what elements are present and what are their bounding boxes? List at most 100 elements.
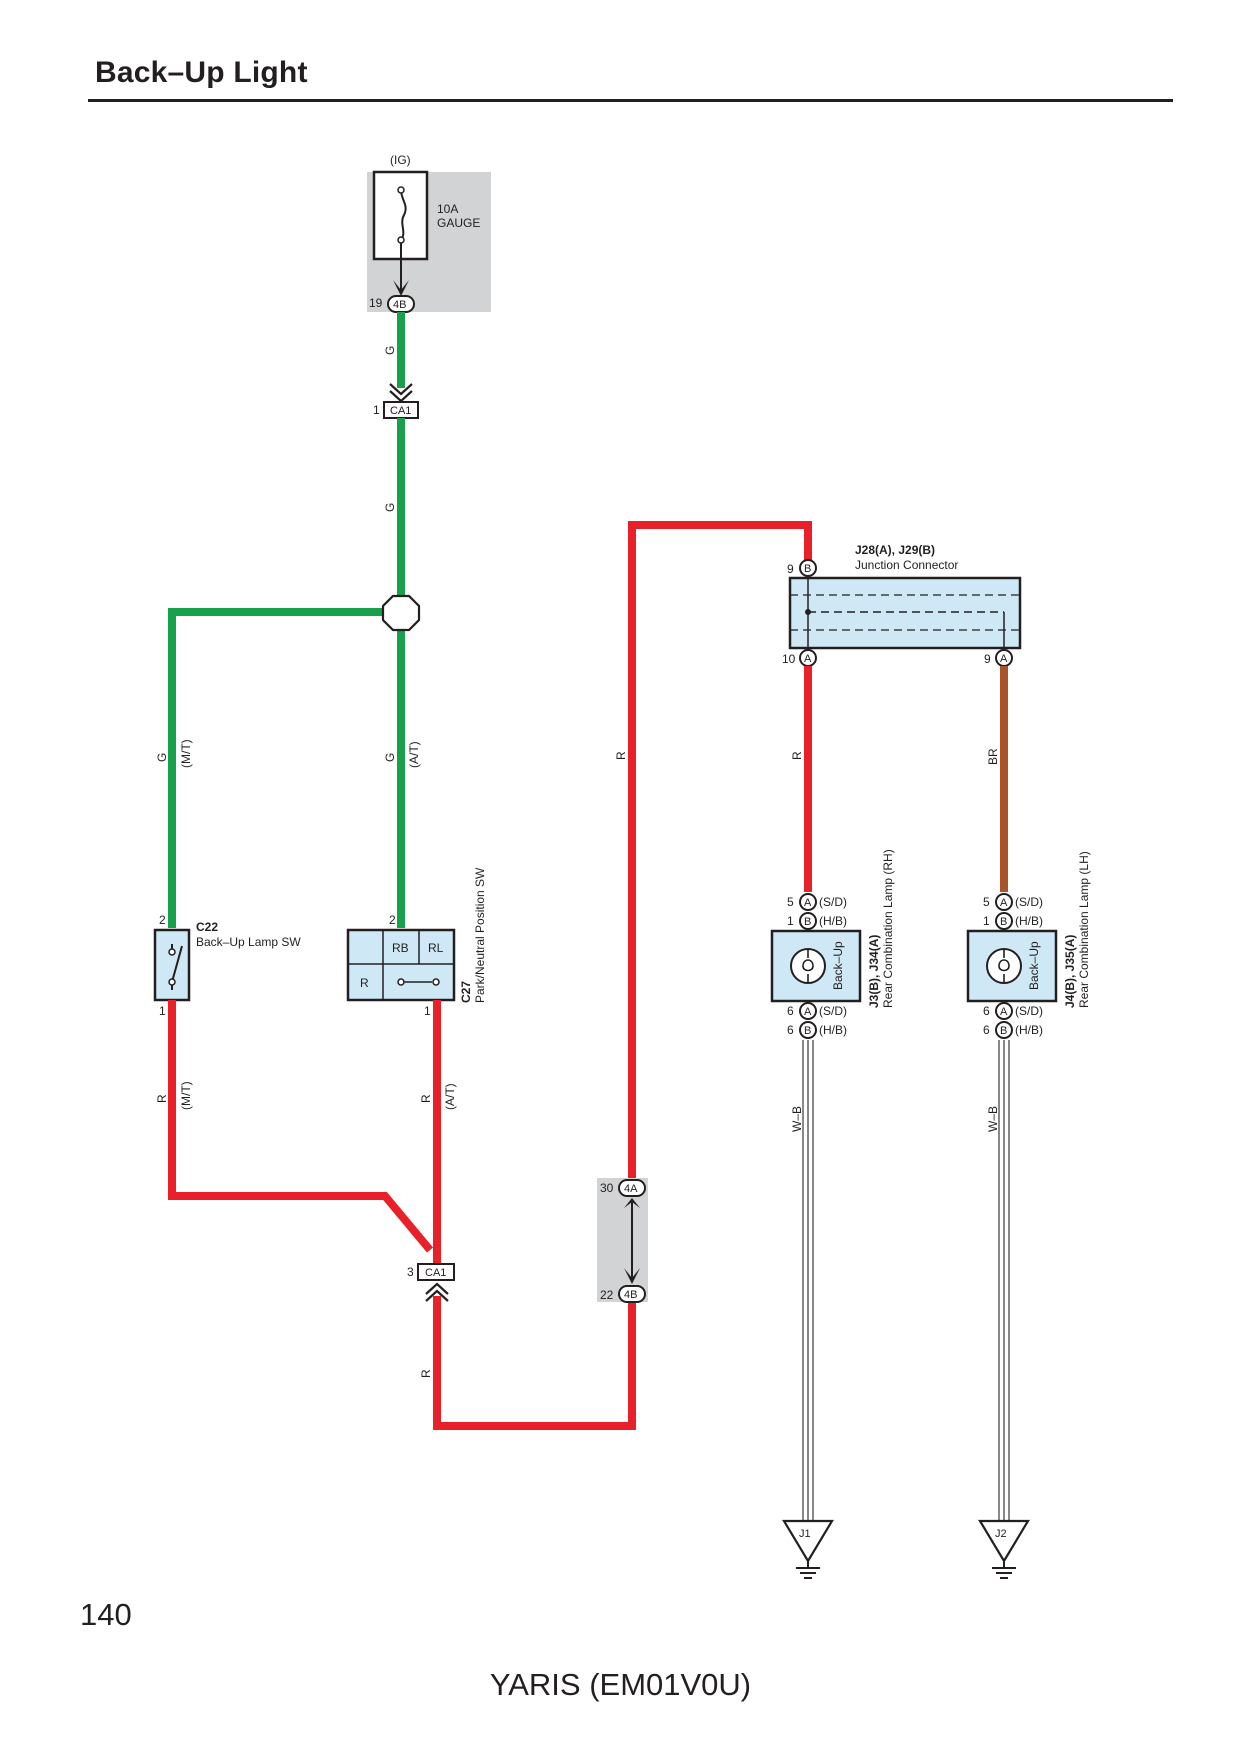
junction-name: Junction Connector	[855, 558, 958, 572]
ground-j1-earth-icon	[796, 1561, 820, 1579]
junction-pin-out-r-letter: A	[1000, 653, 1008, 665]
c27-pin-bottom: 1	[424, 1004, 431, 1018]
lamp-lh-pin3-marker	[995, 1002, 1013, 1020]
fuse-rating: 10A	[437, 202, 458, 216]
inline-conn-shaded-block	[597, 1178, 648, 1302]
title-rule	[88, 99, 1173, 102]
c27-contact-left	[397, 978, 405, 986]
fuse-pin-conn-label: 4B	[393, 299, 406, 311]
lamp-lh-pin2-num: 1	[983, 914, 990, 928]
footer-model: YARIS (EM01V0U)	[489, 1667, 752, 1702]
lamp-lh-pin3-variant: (S/D)	[1015, 1004, 1043, 1018]
fuse-pin-number: 19	[369, 296, 383, 310]
lamp-rh-pin1-variant: (S/D)	[819, 895, 847, 909]
lamp-rh-filament-icon	[802, 949, 814, 983]
lamp-lh-pin2-letter: B	[1000, 916, 1007, 928]
ca1-bottom-pin: 3	[407, 1265, 414, 1279]
lamp-rh-pin1-letter: A	[804, 897, 812, 909]
variant-at-bottom: (A/T)	[443, 1083, 457, 1110]
fuse-end-bottom	[397, 236, 405, 244]
wire-wb-rh	[802, 1040, 814, 1520]
ground-j2-label: J2	[995, 1528, 1007, 1540]
lamp-rh-label: Back–Up	[831, 941, 845, 990]
lamp-rh-pin3-letter: A	[804, 1006, 812, 1018]
lamp-rh-pin1-num: 5	[787, 895, 794, 909]
variant-mt-top: (M/T)	[179, 739, 193, 768]
lamp-lh-pin2-marker	[995, 912, 1013, 930]
wire-color-g-2: G	[383, 503, 397, 512]
junction-ids: J28(A), J29(B)	[855, 543, 935, 557]
lamp-rh-pin4-variant: (H/B)	[819, 1023, 847, 1037]
lamp-rh-pin3-marker	[799, 1002, 817, 1020]
wire-green-splice-left	[168, 608, 386, 928]
fuse-source-label: (IG)	[390, 153, 411, 167]
lamp-rh-pin4-num: 6	[787, 1023, 794, 1037]
wire-color-br-lh: BR	[986, 748, 1000, 765]
lamp-lh-pin4-marker	[995, 1021, 1013, 1039]
wire-color-wb-rh: W–B	[790, 1106, 804, 1132]
inline-bottom-conn-label: 4B	[624, 1289, 637, 1301]
junction-box	[788, 576, 1022, 650]
lamp-rh-name: Rear Combination Lamp (RH)	[881, 849, 895, 1008]
lamp-lh-pin3-letter: A	[1000, 1006, 1008, 1018]
ca1-top-pin: 1	[373, 403, 380, 417]
inline-top-conn	[618, 1179, 646, 1197]
wire-red-c22-to-ca1	[168, 1000, 434, 1253]
wire-color-r-riser: R	[614, 751, 628, 760]
lamp-rh-pin2-marker	[799, 912, 817, 930]
junction-node	[805, 609, 811, 615]
lamp-rh-pin1-marker	[799, 893, 817, 911]
lamp-lh-label: Back–Up	[1027, 941, 1041, 990]
fuse-end-top	[397, 186, 405, 194]
c22-contact-bottom	[168, 978, 176, 986]
wire-color-g-1: G	[383, 346, 397, 355]
wire-color-r-rh: R	[790, 751, 804, 760]
lamp-lh-pin4-variant: (H/B)	[1015, 1023, 1043, 1037]
junction-pin-out-l: 10	[782, 652, 796, 666]
inline-bottom-conn	[618, 1285, 646, 1303]
splice-point	[381, 594, 421, 632]
wire-color-r-bottom: R	[419, 1369, 433, 1378]
ca1-bottom-connector	[417, 1263, 455, 1281]
inline-bottom-pin: 22	[600, 1288, 614, 1302]
c27-name: Park/Neutral Position SW	[473, 867, 487, 1003]
fuse-name: GAUGE	[437, 216, 480, 230]
ca1-bottom-conn-label: CA1	[425, 1267, 446, 1279]
wire-wb-lh	[998, 1040, 1010, 1520]
junction-pin-out-r: 9	[984, 652, 991, 666]
lamp-lh-pin1-marker	[995, 893, 1013, 911]
lamp-lh-pin4-letter: B	[1000, 1025, 1007, 1037]
c22-pin-top: 2	[159, 913, 166, 927]
c27-contact-right	[432, 978, 440, 986]
lamp-rh-pin2-variant: (H/B)	[819, 914, 847, 928]
ground-j1-triangle-icon	[782, 1519, 834, 1564]
inline-arrow-down-icon	[624, 1268, 640, 1284]
lamp-lh-name: Rear Combination Lamp (LH)	[1077, 851, 1091, 1008]
c27-switch-box	[346, 928, 456, 1002]
c27-cell-rb: RB	[392, 941, 409, 955]
lamp-rh-pin3-variant: (S/D)	[819, 1004, 847, 1018]
junction-pin-out-l-letter: A	[804, 653, 812, 665]
ground-j2-earth-icon	[992, 1561, 1016, 1579]
ground-j2-triangle-icon	[978, 1519, 1030, 1564]
lamp-lh-pin3-num: 6	[983, 1004, 990, 1018]
lamp-rh-pin4-marker	[799, 1021, 817, 1039]
wire-color-r-mt: R	[155, 1094, 169, 1103]
wire-color-r-at: R	[419, 1094, 433, 1103]
wire-color-g-at: G	[383, 753, 397, 762]
wire-color-g-mt: G	[155, 753, 169, 762]
junction-pin-in: 9	[787, 562, 794, 576]
wire-color-wb-lh: W–B	[986, 1106, 1000, 1132]
ca1-top-conn-label: CA1	[390, 405, 411, 417]
c22-contact-top	[168, 948, 176, 956]
c22-id: C22	[196, 920, 218, 934]
page-title: Back–Up Light	[95, 56, 308, 89]
c22-name: Back–Up Lamp SW	[196, 935, 301, 949]
fuse-pin-arrow-icon	[393, 280, 409, 296]
inline-top-conn-label: 4A	[624, 1183, 638, 1195]
variant-mt-bottom: (M/T)	[179, 1081, 193, 1110]
c27-pin-top: 2	[389, 913, 396, 927]
lamp-rh-pin2-num: 1	[787, 914, 794, 928]
lamp-rh-pin2-letter: B	[804, 916, 811, 928]
lamp-lh-pin1-variant: (S/D)	[1015, 895, 1043, 909]
